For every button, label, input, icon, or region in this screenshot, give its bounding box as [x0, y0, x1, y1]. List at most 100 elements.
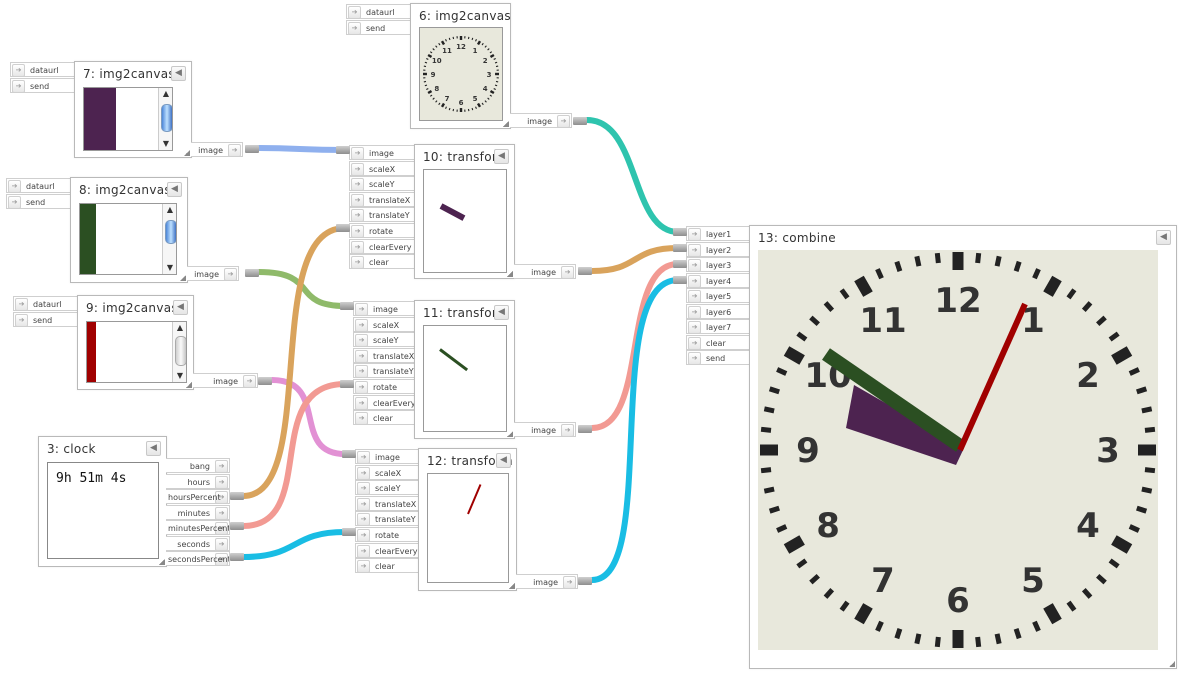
input-port-translatey[interactable]: ➔translateY [353, 363, 414, 379]
resize-grip-icon[interactable] [180, 275, 186, 281]
input-port-scalex[interactable]: ➔scaleX [353, 316, 414, 332]
input-port-translatey[interactable]: ➔translateY [349, 207, 414, 223]
input-port-translatex[interactable]: ➔translateX [349, 191, 414, 207]
wire-9-to-12-image[interactable] [269, 377, 348, 457]
scroll-down-icon[interactable]: ▼ [176, 371, 184, 380]
output-port-bang[interactable]: ➔bang [166, 458, 230, 473]
node-title: 13: combine [758, 231, 836, 245]
input-port-layer4[interactable]: ➔layer4 [686, 272, 749, 288]
input-port-image[interactable]: ➔image [353, 301, 414, 316]
clock-number: 5 [473, 95, 478, 103]
hour-hand [846, 385, 964, 465]
minute-tick [796, 331, 808, 342]
resize-grip-icon[interactable] [507, 431, 513, 437]
input-port-translatex[interactable]: ➔translateX [355, 495, 418, 511]
chevron-left-icon[interactable]: ◀ [146, 441, 161, 456]
input-port-send[interactable]: ➔send [6, 194, 70, 209]
output-port-image[interactable]: ➔image [191, 142, 243, 157]
input-port-rotate[interactable]: ➔rotate [349, 223, 414, 238]
input-port-clearevery[interactable]: ➔clearEvery [349, 238, 414, 254]
output-port-hours[interactable]: ➔hours [166, 474, 230, 489]
output-port-seconds-percent[interactable]: ➔secondsPercent [166, 551, 230, 566]
input-port-image[interactable]: ➔image [349, 145, 414, 160]
resize-grip-icon[interactable] [1169, 661, 1175, 667]
output-port-seconds[interactable]: ➔seconds [166, 536, 230, 551]
node-title: 3: clock [47, 442, 96, 456]
scrollbar[interactable]: ▲ ▼ [162, 204, 176, 274]
input-port-translatex[interactable]: ➔translateX [353, 347, 414, 363]
output-port-image[interactable]: ➔image [193, 373, 258, 388]
input-port-layer2[interactable]: ➔layer2 [686, 241, 749, 257]
input-port-clear[interactable]: ➔clear [686, 334, 749, 350]
output-port-image[interactable]: ➔image [514, 264, 576, 279]
input-port-send[interactable]: ➔send [346, 20, 410, 35]
resize-grip-icon[interactable] [184, 150, 190, 156]
input-port-dataurl[interactable]: ➔dataurl [13, 296, 77, 311]
chevron-left-icon[interactable]: ◀ [173, 300, 188, 315]
input-port-image[interactable]: ➔image [355, 449, 418, 464]
scrollbar[interactable]: ▲ ▼ [158, 88, 172, 150]
chevron-left-icon[interactable]: ◀ [496, 453, 511, 468]
input-port-send[interactable]: ➔send [13, 312, 77, 327]
wire-7-to-10-image[interactable] [256, 145, 348, 153]
input-port-clear[interactable]: ➔clear [349, 254, 414, 270]
wire-8-to-11-image[interactable] [256, 269, 348, 309]
scroll-up-icon[interactable]: ▲ [166, 205, 174, 214]
minute-tick [1013, 260, 1022, 272]
output-port-image[interactable]: ➔image [516, 574, 578, 589]
resize-grip-icon[interactable] [186, 382, 192, 388]
chevron-left-icon[interactable]: ◀ [494, 305, 509, 320]
input-port-dataurl[interactable]: ➔dataurl [346, 4, 410, 19]
input-port-scalex[interactable]: ➔scaleX [355, 464, 418, 480]
input-port-layer6[interactable]: ➔layer6 [686, 303, 749, 319]
input-port-layer3[interactable]: ➔layer3 [686, 257, 749, 272]
input-port-rotate[interactable]: ➔rotate [355, 527, 418, 542]
input-port-dataurl[interactable]: ➔dataurl [6, 178, 70, 193]
resize-grip-icon[interactable] [159, 559, 165, 565]
input-port-clearevery[interactable]: ➔clearEvery [355, 542, 418, 558]
output-port-hours-percent[interactable]: ➔hoursPercent [166, 489, 230, 504]
input-port-translatey[interactable]: ➔translateY [355, 511, 418, 527]
input-port-layer7[interactable]: ➔layer7 [686, 319, 749, 334]
scroll-thumb[interactable] [175, 336, 186, 366]
input-port-dataurl[interactable]: ➔dataurl [10, 62, 74, 77]
input-port-clear[interactable]: ➔clear [353, 410, 414, 426]
input-port-scalex[interactable]: ➔scaleX [349, 160, 414, 176]
wire-6-to-13-layer1[interactable] [584, 117, 681, 235]
scroll-thumb[interactable] [165, 220, 176, 244]
output-port-image[interactable]: ➔image [514, 422, 576, 437]
output-port-image[interactable]: ➔image [187, 266, 239, 281]
scroll-down-icon[interactable]: ▼ [166, 263, 174, 272]
wire-seconds-to-12-rotate[interactable] [240, 529, 348, 560]
chevron-left-icon[interactable]: ◀ [167, 182, 182, 197]
resize-grip-icon[interactable] [503, 121, 509, 127]
chevron-left-icon[interactable]: ◀ [494, 149, 509, 164]
input-port-clear[interactable]: ➔clear [355, 558, 418, 574]
input-port-rotate[interactable]: ➔rotate [353, 379, 414, 394]
input-port-layer1[interactable]: ➔layer1 [686, 226, 749, 241]
wire-12-to-13-layer4[interactable] [589, 277, 681, 583]
scroll-up-icon[interactable]: ▲ [176, 323, 184, 332]
chevron-left-icon[interactable]: ◀ [171, 66, 186, 81]
scrollbar[interactable]: ▲ ▼ [172, 322, 186, 382]
chevron-left-icon[interactable]: ◀ [1156, 230, 1171, 245]
wire-minutes-to-11-rotate[interactable] [240, 381, 348, 529]
wire-11-to-13-layer3[interactable] [589, 261, 681, 431]
output-port-minutes-percent[interactable]: ➔minutesPercent [166, 520, 230, 535]
resize-grip-icon[interactable] [509, 583, 515, 589]
output-port-minutes[interactable]: ➔minutes [166, 505, 230, 520]
scroll-up-icon[interactable]: ▲ [162, 89, 170, 98]
input-port-clearevery[interactable]: ➔clearEvery [353, 394, 414, 410]
input-port-layer5[interactable]: ➔layer5 [686, 288, 749, 303]
resize-grip-icon[interactable] [507, 271, 513, 277]
input-port-scaley[interactable]: ➔scaleY [353, 332, 414, 348]
input-port-scaley[interactable]: ➔scaleY [355, 480, 418, 496]
input-port-send[interactable]: ➔send [10, 78, 74, 93]
scroll-thumb[interactable] [161, 104, 172, 132]
output-port-image[interactable]: ➔image [510, 113, 572, 128]
input-port-send[interactable]: ➔send [686, 350, 749, 365]
wire-10-to-13-layer2[interactable] [589, 245, 681, 274]
input-port-scaley[interactable]: ➔scaleY [349, 176, 414, 192]
scroll-down-icon[interactable]: ▼ [162, 139, 170, 148]
